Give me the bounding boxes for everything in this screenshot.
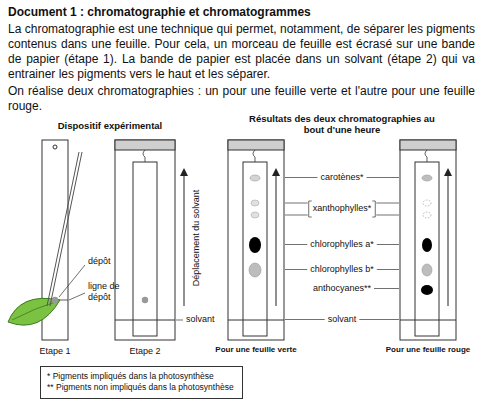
tank — [228, 140, 284, 340]
leader-line — [376, 215, 399, 216]
section-heading: Dispositif expérimental — [20, 120, 200, 131]
leader-line — [285, 177, 317, 178]
body-text: La chromatographie est une technique qui… — [8, 22, 475, 82]
glass-rod — [47, 152, 82, 306]
pigment-label: chlorophylles b* — [310, 264, 374, 275]
footnote-text: ** Pigments non impliqués dans la photos… — [47, 382, 236, 393]
step-label: Etape 1 — [25, 346, 85, 357]
solvent-arrow — [184, 172, 185, 306]
leader-line — [176, 320, 183, 321]
leader-line — [69, 293, 85, 300]
leader-line — [367, 177, 399, 178]
result-caption: Pour une feuille rouge — [373, 345, 483, 355]
footnote-text: * Pigments impliqués dans la photosynthè… — [47, 371, 236, 382]
document-title: Document 1 : chromatographie et chromato… — [8, 5, 311, 19]
leader-line — [374, 288, 399, 289]
part-label: solvant — [186, 314, 215, 325]
pigment-label: carotènes* — [320, 172, 363, 183]
leader-line — [59, 265, 85, 297]
leader-line — [377, 269, 399, 270]
leaf — [8, 298, 60, 325]
leader-line — [285, 244, 307, 245]
leader-line — [285, 215, 308, 216]
leader-line — [359, 319, 399, 320]
tank — [400, 140, 456, 340]
bracket — [372, 201, 375, 217]
result-caption: Pour une feuille verte — [201, 345, 311, 355]
pigment-label: xanthophylles* — [313, 203, 372, 214]
pigment-label: anthocyanes** — [313, 283, 371, 294]
section-heading: Résultats des deux chromatographies au b… — [245, 113, 440, 136]
tank — [115, 140, 175, 340]
deposit-dot — [52, 297, 58, 303]
leader-line — [285, 203, 308, 204]
pigment-label: chlorophylles a* — [310, 239, 374, 250]
axis-label: Déplacement du solvant — [191, 190, 202, 287]
body-text: On réalise deux chromatographies : un po… — [8, 84, 475, 114]
footnote-box: * Pigments impliqués dans la photosynthè… — [40, 366, 243, 399]
step-label: Etape 2 — [115, 346, 175, 357]
part-label: ligne de dépôt — [88, 281, 130, 303]
leader-line — [285, 319, 325, 320]
part-label: dépôt — [88, 256, 111, 267]
leader-line — [377, 244, 399, 245]
bracket — [309, 201, 312, 217]
leader-line — [376, 203, 399, 204]
leader-line — [285, 269, 307, 270]
part-label: solvant — [328, 314, 357, 325]
